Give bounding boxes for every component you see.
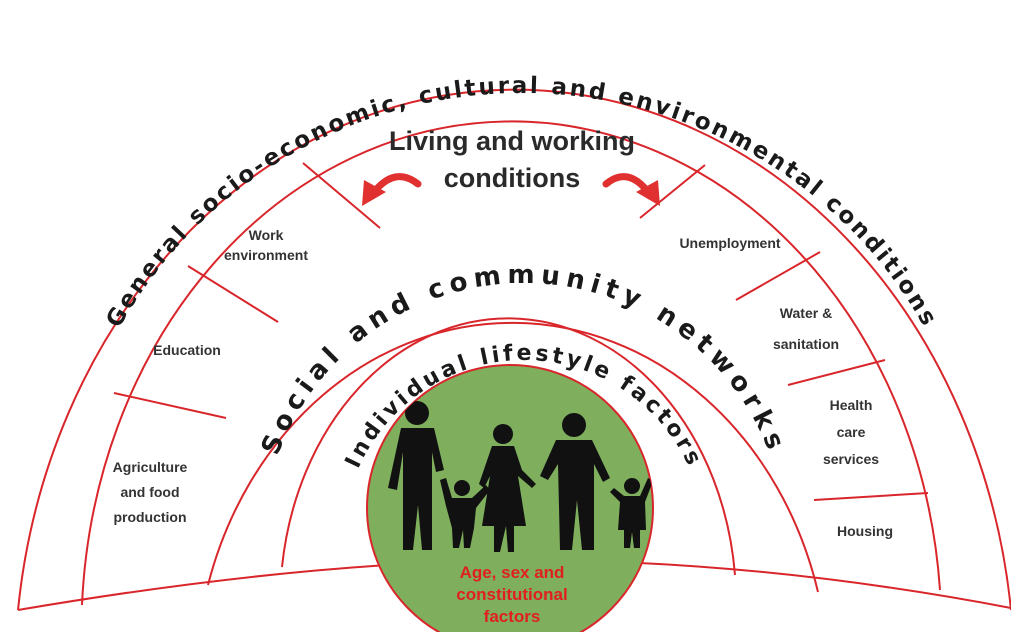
divider-work-top	[302, 162, 381, 229]
water-label-line2: sanitation	[773, 336, 839, 352]
sector-water-sanitation: Water & sanitation	[773, 305, 839, 352]
agriculture-label-line2: and food	[120, 484, 179, 500]
divider-education-work	[187, 265, 279, 323]
health-label-line1: Health	[830, 397, 873, 413]
outer-arc	[17, 88, 1011, 611]
housing-label: Housing	[837, 523, 893, 539]
divider-unemployment-water	[735, 251, 821, 301]
sector-health-care: Health care services	[823, 397, 879, 467]
center-label-line2: constitutional	[456, 585, 567, 604]
center-label-line1: Age, sex and	[460, 563, 565, 582]
health-label-line2: care	[837, 424, 866, 440]
work-label-line1: Work	[249, 227, 284, 243]
education-label: Education	[153, 342, 221, 358]
center-label-line3: factors	[484, 607, 541, 626]
sector-work-environment: Work environment	[224, 227, 308, 263]
living-working-heading-line2: conditions	[444, 163, 581, 193]
divider-water-health	[787, 359, 886, 386]
living-working-heading-line1: Living and working	[389, 126, 635, 156]
family-silhouette-icon	[388, 401, 653, 552]
divider-agriculture-education	[113, 392, 227, 419]
living-ring-inner-arc	[207, 321, 819, 593]
divider-health-housing	[813, 492, 929, 501]
agriculture-label-line1: Agriculture	[113, 459, 188, 475]
center-circle: Age, sex and constitutional factors	[366, 364, 654, 632]
sector-housing: Housing	[837, 523, 893, 539]
health-label-line3: services	[823, 451, 879, 467]
outer-ring-label: General socio-economic, cultural and env…	[101, 73, 942, 332]
sector-unemployment: Unemployment	[679, 235, 780, 251]
sector-agriculture: Agriculture and food production	[113, 459, 188, 525]
agriculture-label-line3: production	[113, 509, 186, 525]
sector-education: Education	[153, 342, 221, 358]
social-ring-inner-arc	[281, 317, 736, 576]
unemployment-label: Unemployment	[679, 235, 780, 251]
left-arrow-icon	[362, 173, 422, 206]
work-label-line2: environment	[224, 247, 308, 263]
right-arrow-icon	[602, 173, 660, 206]
water-label-line1: Water &	[780, 305, 832, 321]
divider-top-unemployment	[639, 164, 706, 219]
